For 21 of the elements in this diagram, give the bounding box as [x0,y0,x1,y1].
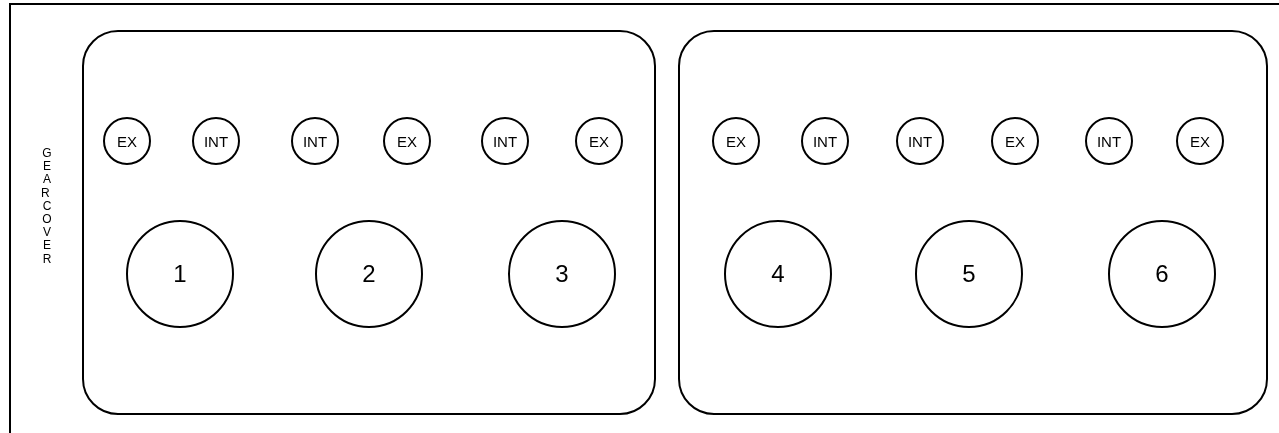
cylinder-bank-panel [678,30,1268,415]
valve-label: INT [812,133,838,149]
cylinder-number: 1 [173,262,187,286]
cylinder-number: 4 [771,262,785,286]
valve-label: INT [203,133,229,149]
cylinder-number: 3 [555,262,569,286]
valve-label: EX [397,133,417,149]
vertical-label: GEAR COVER [41,147,53,266]
valve-label: INT [1096,133,1122,149]
valve-label: EX [726,133,746,149]
valve-label: INT [492,133,518,149]
cylinder-bank-panel [82,30,656,415]
valve-label: INT [302,133,328,149]
cylinder-number: 6 [1155,262,1169,286]
valve-label: EX [1190,133,1210,149]
valve-label: EX [117,133,137,149]
cylinder-number: 2 [362,262,376,286]
valve-label: EX [1005,133,1025,149]
valve-label: EX [589,133,609,149]
cylinder-number: 5 [962,262,976,286]
valve-label: INT [907,133,933,149]
